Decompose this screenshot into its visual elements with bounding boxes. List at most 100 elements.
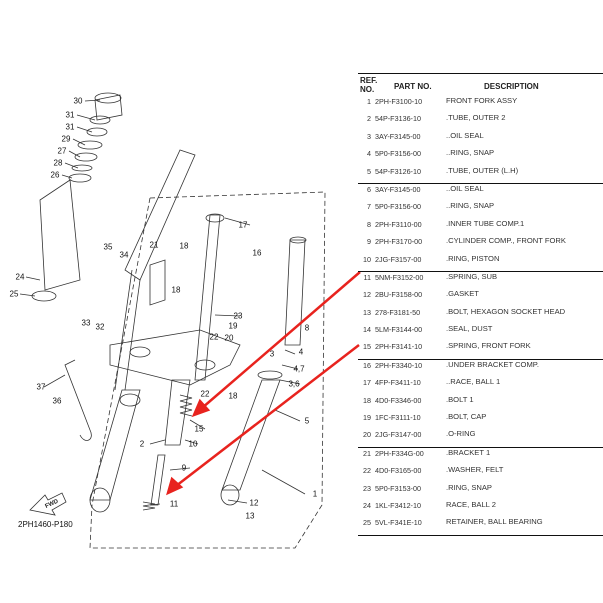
- description: .GASKET: [446, 289, 479, 299]
- table-header: REF.NO. PART NO. DESCRIPTION: [358, 73, 603, 96]
- part-no: 1FC-F3111-10: [375, 413, 421, 423]
- callout-27: 27: [57, 146, 67, 156]
- part-no: 3AY-F3145-00: [375, 131, 421, 141]
- part-no: 5VL-F341E-10: [375, 518, 422, 528]
- right-outer-tube: [221, 379, 281, 491]
- description: .SPRING, SUB: [446, 271, 498, 281]
- part-no: 278-F3181-50: [375, 307, 421, 317]
- part-no: 54P-F3126-10: [375, 166, 421, 176]
- callout-18: 18: [228, 391, 238, 401]
- ref-no: 4: [367, 149, 371, 159]
- callout-35: 35: [103, 242, 113, 252]
- callout-28: 28: [53, 158, 63, 168]
- description: ..RING, SNAP: [446, 201, 495, 211]
- callout-31: 31: [65, 122, 75, 132]
- callout-5: 5: [304, 416, 310, 426]
- callout-23: 23: [233, 311, 243, 321]
- description: .WASHER, FELT: [446, 465, 504, 475]
- part-no: 5P0-F3153-00: [375, 483, 421, 493]
- callout-26: 26: [50, 170, 60, 180]
- callout-36: 36: [52, 396, 62, 406]
- callout-1: 1: [312, 489, 318, 499]
- ref-no: 19: [363, 413, 371, 423]
- callout-32: 32: [95, 322, 105, 332]
- description: RACE, BALL 2: [446, 499, 496, 509]
- callout-3-6: 3,6: [288, 379, 300, 389]
- ref-no: 5: [367, 166, 371, 176]
- ref-no: 15: [363, 342, 371, 352]
- callout-21: 21: [149, 240, 159, 250]
- part-no: 54P-F3136-10: [375, 114, 421, 124]
- callout-25: 25: [9, 289, 19, 299]
- description: .INNER TUBE COMP.1: [446, 218, 525, 228]
- part-no: 2PH-F3340-10: [375, 360, 423, 370]
- sub-spring: [142, 501, 156, 511]
- callout-9: 9: [181, 463, 187, 473]
- description: .CYLINDER COMP., FRONT FORK: [446, 236, 566, 246]
- callout-10: 10: [188, 439, 198, 449]
- header-no: NO.: [360, 85, 375, 94]
- callout-2: 2: [139, 439, 145, 449]
- part-no: 2PH-F334G-00: [375, 448, 424, 458]
- ref-no: 20: [363, 430, 371, 440]
- description: .BOLT, HEXAGON SOCKET HEAD: [446, 306, 566, 316]
- part-no: 2PH-F3170-00: [375, 237, 423, 247]
- part-no: 1KL-F3412-10: [375, 500, 421, 510]
- callout-31: 31: [65, 110, 75, 120]
- description: .SEAL, DUST: [446, 324, 493, 334]
- part-no: 2PH-F3100-10: [375, 97, 423, 106]
- part-no: 5P0-F3156-00: [375, 149, 421, 159]
- part-no: 4D0-F3346-00: [375, 395, 422, 405]
- ref-no: 17: [363, 378, 371, 388]
- svg-text:FWD: FWD: [44, 498, 60, 509]
- callout-37: 37: [36, 382, 46, 392]
- ref-no: 7: [367, 202, 371, 212]
- callout-4: 4: [298, 347, 304, 357]
- table-row: 21 2PH-F334G-00 .BRACKET 1: [358, 448, 603, 465]
- part-no: 5NM-F3152-00: [375, 272, 424, 282]
- callout-22: 22: [200, 389, 210, 399]
- part-no: 2BU-F3158-00: [375, 290, 423, 300]
- callout-16: 16: [252, 248, 262, 258]
- ref-no: 16: [363, 360, 371, 370]
- steering-head: [39, 179, 81, 291]
- table-row: 13 278-F3181-50 .BOLT, HEXAGON SOCKET HEAD: [358, 307, 603, 324]
- description: .TUBE, OUTER 2: [446, 113, 506, 123]
- red-arrow-15: [175, 344, 360, 487]
- callout-19: 19: [228, 321, 238, 331]
- callout-15: 15: [194, 424, 204, 434]
- ref-no: 3: [367, 131, 371, 141]
- callout-24: 24: [15, 272, 25, 282]
- callout-29: 29: [61, 134, 71, 144]
- callout-3: 3: [269, 349, 275, 359]
- ref-no: 13: [363, 307, 371, 317]
- header-ref: REF.: [360, 76, 378, 85]
- ref-no: 6: [367, 184, 371, 194]
- part-no: 2JG-F3147-00: [375, 430, 422, 440]
- ref-no: 23: [363, 483, 371, 493]
- spring: [179, 394, 193, 417]
- description: .BRACKET 1: [446, 447, 491, 457]
- description: ..RACE, BALL 1: [446, 377, 501, 387]
- callout-20: 20: [224, 333, 234, 343]
- ref-no: 21: [363, 448, 371, 458]
- ref-no: 8: [367, 219, 371, 229]
- description: ..OIL SEAL: [446, 183, 484, 193]
